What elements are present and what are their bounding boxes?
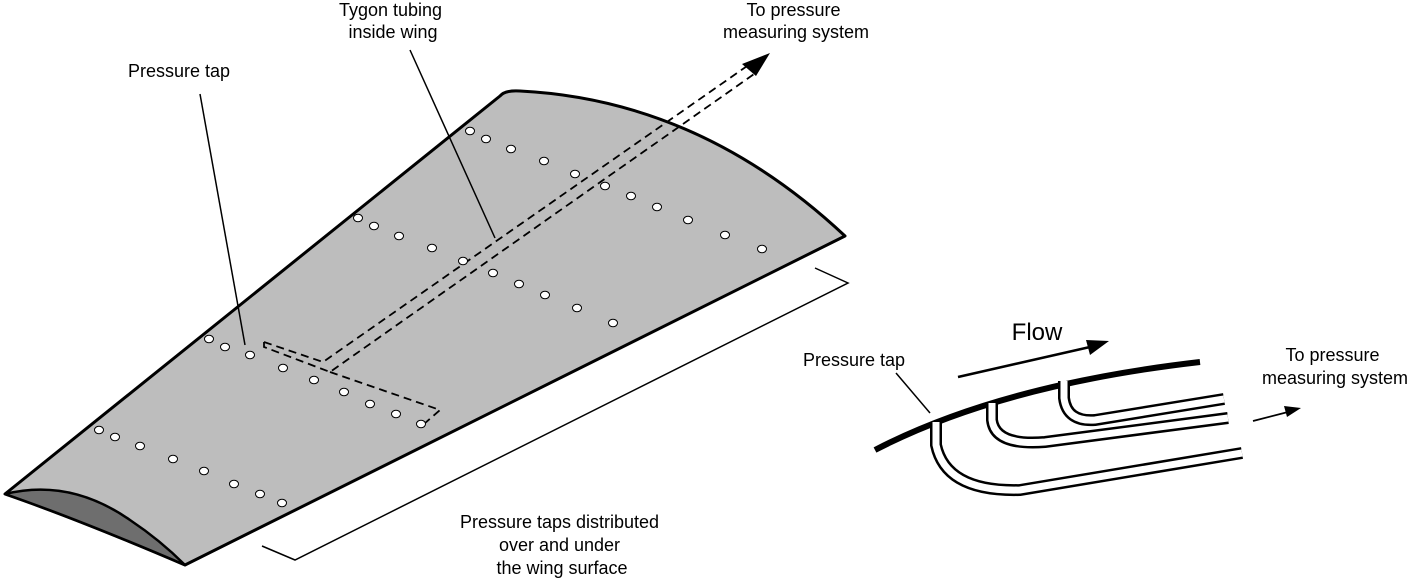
pressure-tap-dot bbox=[365, 399, 375, 409]
tube-outlet-arrowhead bbox=[742, 53, 770, 76]
pressure-tap-dot bbox=[427, 243, 437, 253]
pressure-tap-dot bbox=[570, 169, 580, 179]
pressure-tap-label: Pressure tap bbox=[128, 61, 230, 81]
distributed-taps-bracket bbox=[261, 267, 850, 561]
pressure-tap-detail-leader-line bbox=[895, 372, 931, 414]
pressure-tap-dot bbox=[514, 279, 524, 289]
pressure-tap-dot bbox=[506, 144, 516, 154]
tap-detail: Flow Pressure tap To pressure measuring … bbox=[803, 319, 1408, 497]
pressure-tap-dot bbox=[540, 290, 550, 300]
pressure-taps bbox=[94, 126, 767, 508]
pressure-tap-leader-line bbox=[199, 93, 246, 346]
wing-skin-section bbox=[873, 359, 1201, 453]
pressure-tap-dot bbox=[720, 230, 730, 240]
pressure-tap-dot bbox=[683, 215, 693, 225]
pressure-tap-dot bbox=[465, 126, 475, 136]
pressure-tap-dot bbox=[309, 375, 319, 385]
flow-label: Flow bbox=[1012, 319, 1063, 346]
pressure-tap-dot bbox=[369, 221, 379, 231]
tygon-tubing-label: Tygon tubing inside wing bbox=[339, 0, 447, 42]
tube-branch bbox=[329, 371, 442, 425]
to-pressure-right-label-line: measuring system bbox=[1262, 368, 1408, 388]
pressure-tap-dot bbox=[353, 213, 363, 223]
pressure-tap-dot bbox=[481, 134, 491, 144]
pressure-tap-dot bbox=[416, 419, 426, 429]
tap-tube-bore bbox=[988, 403, 1229, 447]
wing bbox=[3, 89, 847, 567]
to-pressure-right-label-line: To pressure bbox=[1285, 345, 1379, 365]
distributed-taps-label-line: over and under bbox=[499, 535, 620, 555]
tap-tube-bore bbox=[1060, 381, 1225, 424]
pressure-tap-dot bbox=[608, 318, 618, 328]
pressure-tap-dot bbox=[204, 334, 214, 344]
pressure-tap-dot bbox=[277, 498, 287, 508]
pressure-tap-dot bbox=[572, 303, 582, 313]
wing-surface bbox=[3, 89, 847, 567]
distributed-taps-label-line: the wing surface bbox=[496, 558, 627, 578]
tygon-tubing-label-line: inside wing bbox=[348, 22, 437, 42]
to-pressure-top-label-line: To pressure bbox=[746, 0, 840, 20]
pressure-tap-dot bbox=[255, 489, 265, 499]
to-pressure-top-label: To pressure measuring system bbox=[723, 0, 869, 42]
distributed-taps-label: Pressure taps distributed over and under… bbox=[460, 512, 664, 578]
pressure-tap-dot bbox=[199, 466, 209, 476]
pressure-tap-dot bbox=[110, 432, 120, 442]
pressure-tap-detail-label: Pressure tap bbox=[803, 350, 905, 370]
pressure-tap-dot bbox=[245, 350, 255, 360]
pressure-tap-dot bbox=[757, 244, 767, 254]
arrow-right-icon bbox=[1086, 340, 1109, 355]
wing-root-airfoil bbox=[3, 488, 187, 567]
pressure-tap-dot bbox=[626, 191, 636, 201]
pressure-tap-dot bbox=[94, 425, 104, 435]
tube-branch bbox=[263, 71, 758, 374]
arrow-right-icon bbox=[1284, 406, 1301, 417]
pressure-tap-dot bbox=[488, 268, 498, 278]
distributed-taps-label-line: Pressure taps distributed bbox=[460, 512, 659, 532]
tygon-tubing bbox=[263, 63, 758, 425]
pressure-tap-dot bbox=[229, 479, 239, 489]
tube-branch bbox=[263, 63, 751, 363]
pressure-tap-dot bbox=[168, 454, 178, 464]
to-pressure-right-label: To pressure measuring system bbox=[1262, 345, 1408, 388]
tap-tube-bore bbox=[932, 422, 1243, 494]
pressure-tap-dot bbox=[278, 363, 288, 373]
outlet-arrow-shaft bbox=[1252, 411, 1289, 422]
tygon-tubing-label-line: Tygon tubing bbox=[339, 0, 442, 20]
pressure-tap-dot bbox=[135, 441, 145, 451]
pressure-tap-dot bbox=[220, 342, 230, 352]
pressure-tap-dot bbox=[539, 156, 549, 166]
pressure-tap-dot bbox=[339, 387, 349, 397]
tap-tubes bbox=[930, 381, 1243, 497]
pressure-tap-dot bbox=[600, 181, 610, 191]
tygon-leader-line bbox=[409, 49, 496, 239]
to-pressure-top-label-line: measuring system bbox=[723, 22, 869, 42]
pressure-tap-dot bbox=[652, 202, 662, 212]
pressure-tap-dot bbox=[394, 231, 404, 241]
pressure-tap-dot bbox=[391, 409, 401, 419]
flow-arrow-shaft bbox=[957, 345, 1091, 379]
pressure-tap-dot bbox=[458, 256, 468, 266]
